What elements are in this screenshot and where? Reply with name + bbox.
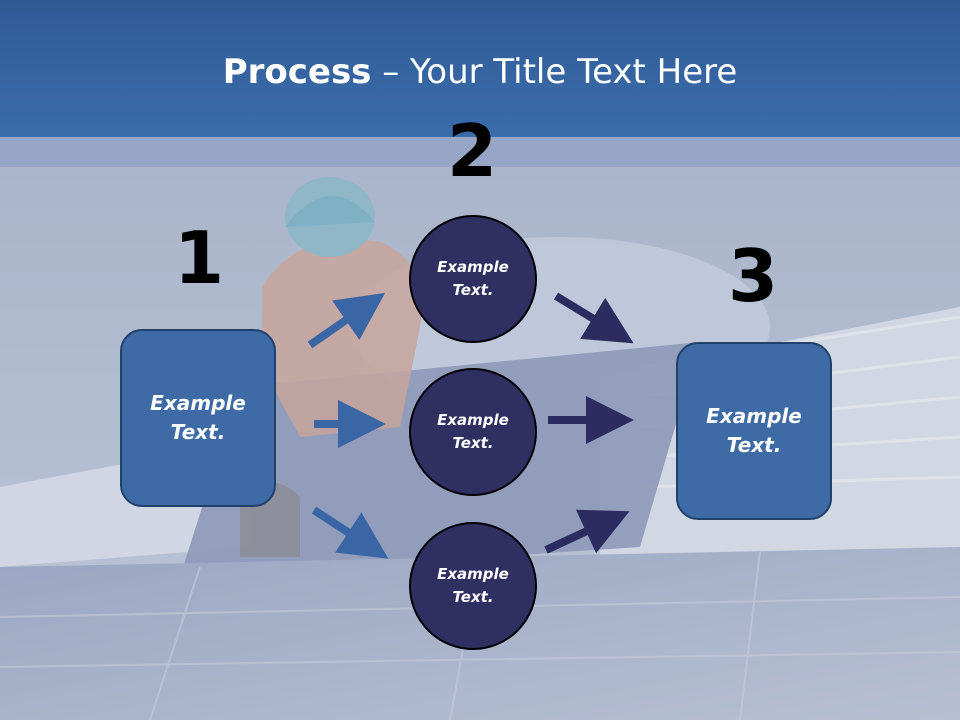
title-rest: – Your Title Text Here — [371, 52, 738, 92]
title-bold: Process — [222, 52, 372, 92]
step-number-1: 1 — [173, 216, 225, 300]
circle-middle-text: Example Text. — [437, 411, 509, 452]
step-3-text: Example Text. — [706, 404, 802, 457]
step-2-circle-middle: Example Text. — [409, 368, 537, 496]
title-bar-band — [0, 137, 960, 167]
circle-top-text: Example Text. — [437, 258, 509, 299]
step-number-3: 3 — [727, 234, 779, 318]
step-1-box: Example Text. — [120, 329, 276, 507]
step-3-box: Example Text. — [676, 342, 832, 520]
step-2-circle-top: Example Text. — [409, 215, 537, 343]
step-1-text: Example Text. — [150, 391, 246, 444]
circle-bottom-text: Example Text. — [437, 565, 509, 606]
step-number-2: 2 — [446, 109, 498, 193]
slide-title: Process – Your Title Text Here — [0, 52, 960, 92]
step-2-circle-bottom: Example Text. — [409, 522, 537, 650]
title-bar — [0, 0, 960, 137]
